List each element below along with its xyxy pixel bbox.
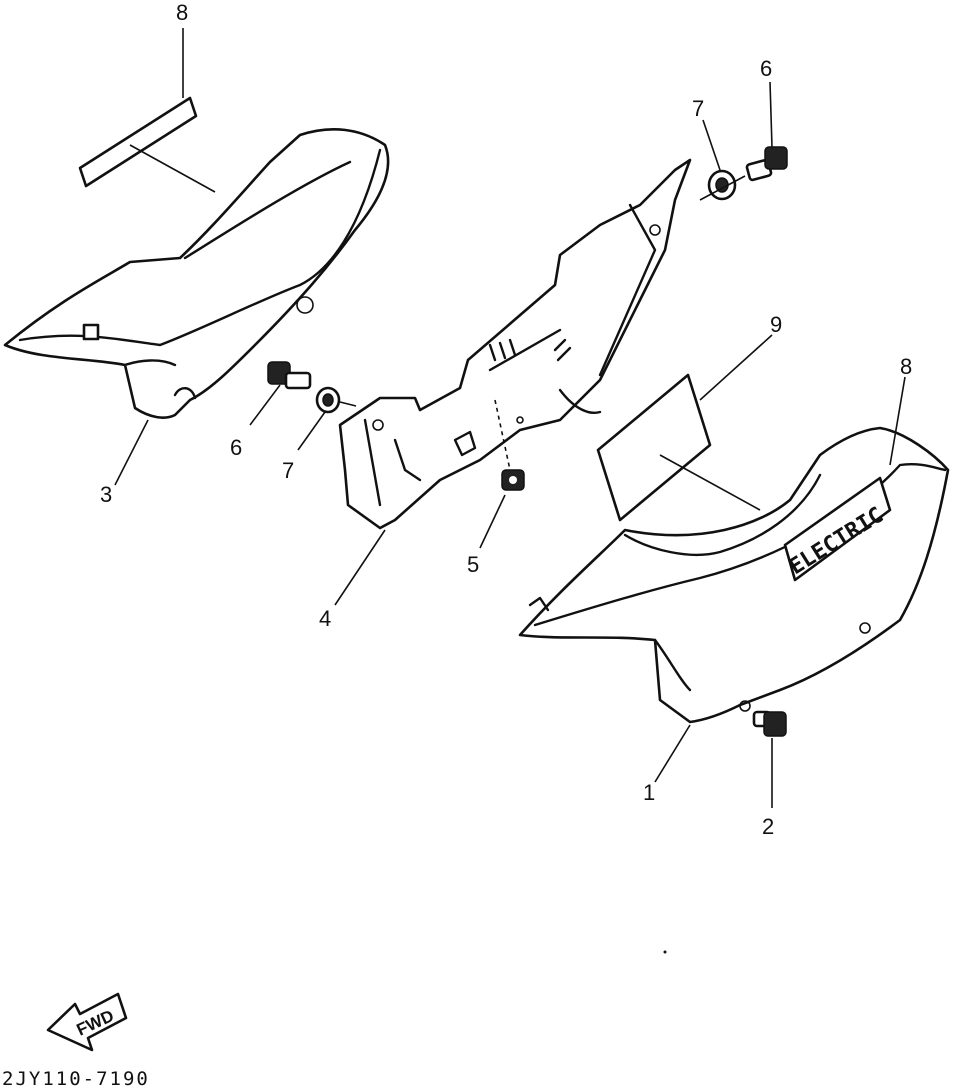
forward-arrow-icon: FWD [46, 992, 128, 1052]
grommet-lower [315, 386, 357, 414]
leader-lines [114, 28, 906, 808]
grommet-upper [707, 169, 737, 201]
callout-1: 1 [643, 780, 655, 805]
callouts: 8 7 6 9 8 6 7 3 5 4 1 2 [100, 0, 912, 839]
callout-2: 2 [762, 814, 774, 839]
callout-3: 3 [100, 482, 112, 507]
bolt-upper [745, 146, 788, 182]
callout-5: 5 [467, 552, 479, 577]
left-side-cover [3, 128, 390, 419]
callout-6-lower: 6 [230, 435, 242, 460]
nut [501, 469, 525, 491]
decal-strip-top [78, 96, 198, 188]
callout-7-lower: 7 [282, 458, 294, 483]
decal-panel [596, 373, 712, 522]
side-cover-bracket [338, 158, 692, 530]
callout-8-right: 8 [900, 354, 912, 379]
callout-4: 4 [319, 606, 331, 631]
callout-9: 9 [770, 312, 782, 337]
callout-7-upper: 7 [692, 96, 704, 121]
callout-8-top: 8 [176, 0, 188, 25]
drawing-code: 2JY110-7190 [2, 1068, 150, 1090]
callout-6-upper: 6 [760, 56, 772, 81]
speck [663, 950, 667, 954]
right-side-cover: ELECTRIC [518, 426, 950, 724]
bolt-lower [267, 361, 312, 390]
screw [752, 710, 787, 737]
